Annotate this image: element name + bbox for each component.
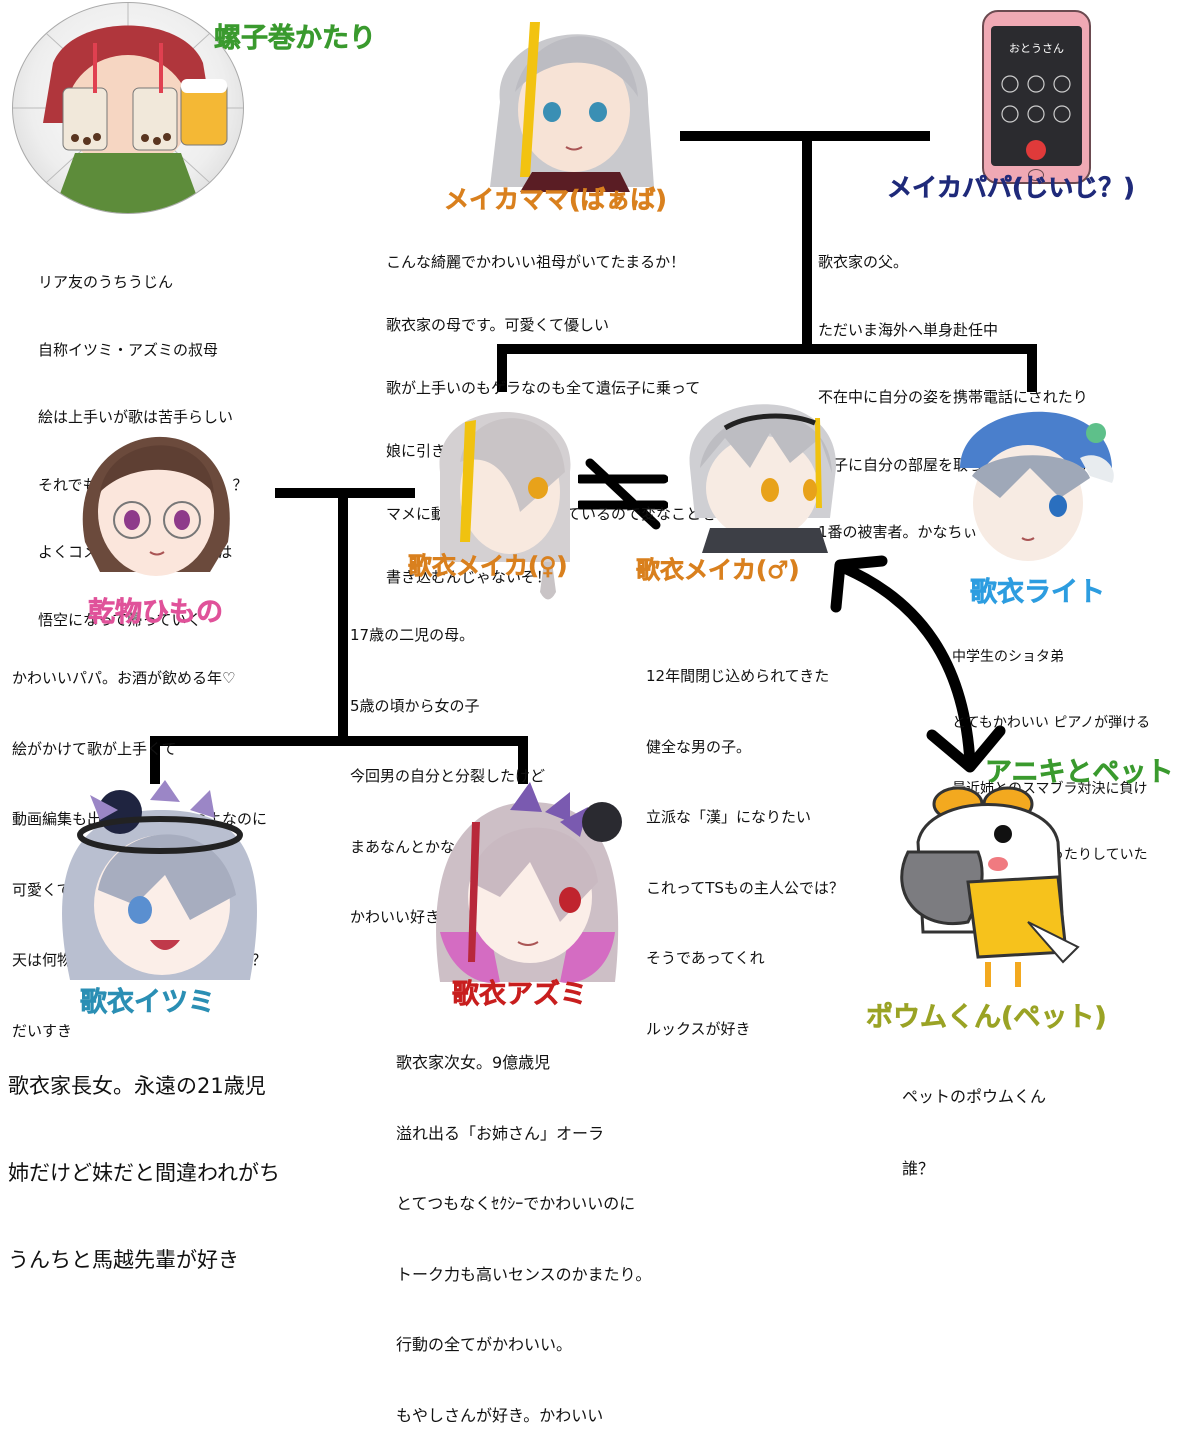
- papa-name: メイカパパ(じいじ？): [887, 173, 1135, 203]
- mama-name: メイカママ(ばぁば): [444, 185, 667, 215]
- mama-desc-line: 歌が上手いのもゲラなのも全て遺伝子に乗って: [386, 379, 701, 397]
- light-name: 歌衣ライト: [970, 577, 1106, 609]
- poumu-portrait: [888, 782, 1088, 992]
- light-portrait: [940, 388, 1125, 573]
- mama-desc-line: 歌衣家の母です。可愛くて優しい: [386, 316, 610, 334]
- himono-desc-line: 絵がかけて歌が上手くて: [12, 739, 177, 758]
- phone-caller-label: おとうさん: [1009, 42, 1064, 55]
- mama-desc-line: こんな綺麗でかわいい祖母がいてたまるか！: [386, 253, 686, 271]
- katari-desc-line: リア友のうちうじん: [38, 273, 174, 291]
- meika-f-desc-line: かわいい好き: [350, 908, 441, 926]
- poumu-desc-line: ペットのポウムくん: [902, 1087, 1047, 1106]
- meika-m-desc-line: 健全な男の子。: [646, 737, 752, 756]
- light-desc-line: とてもかわいい ピアノが弾ける: [952, 715, 1151, 731]
- poumu-name: ポウムくん(ペット): [866, 1002, 1107, 1034]
- sibling-pet-arrow-icon: [830, 555, 1006, 773]
- papa-desc-line: 1番の被害者。かなちぃ: [818, 523, 978, 541]
- papa-desc-line: 歌衣家の父。: [818, 253, 909, 271]
- children-descent-line: [338, 492, 348, 742]
- azumi-name: 歌衣アズミ: [452, 979, 588, 1011]
- mama-portrait: [470, 2, 670, 192]
- katari-desc-line: 絵は上手いが歌は苦手らしい: [38, 408, 234, 426]
- not-equal-icon: [578, 458, 668, 530]
- siblings-line: [497, 344, 1037, 354]
- itsumi-portrait: [40, 780, 280, 980]
- meika-m-name: 歌衣メイカ(♂): [636, 556, 800, 585]
- azumi-desc-line: とてつもなくｾｸｼｰでかわいいのに: [396, 1194, 636, 1213]
- poumu-desc: ペットのポウムくん 誰？: [902, 1037, 1046, 1205]
- himono-desc-line: かわいいパパ。お酒が飲める年♡: [12, 669, 236, 687]
- itsumi-name: 歌衣イツミ: [80, 987, 216, 1019]
- papa-desc-line: ただいま海外へ単身赴任中: [818, 320, 999, 339]
- azumi-branch: [518, 736, 528, 784]
- children-line: [150, 736, 528, 746]
- meika-m-desc-line: そうであってくれ: [646, 949, 765, 967]
- itsumi-desc-line: 姉だけど妹だと間違われがち: [8, 1161, 280, 1185]
- itsumi-desc-line: 歌衣家長女。永遠の21歳児: [8, 1074, 266, 1098]
- azumi-desc: 歌衣家次女。9億歳児 溢れ出る「お姉さん」オーラ とてつもなくｾｸｼｰでかわいい…: [396, 1004, 651, 1451]
- katari-portrait: [12, 2, 244, 214]
- katari-desc-line: 悟空になって帰っていく: [38, 610, 202, 629]
- parents-descent-line: [802, 136, 812, 352]
- meika-f-branch: [497, 344, 507, 392]
- azumi-desc-line: 溢れ出る「お姉さん」オーラ: [396, 1123, 605, 1143]
- meika-m-desc-line: 立派な「漢」になりたい: [646, 808, 812, 826]
- light-branch: [1027, 344, 1037, 392]
- meika-m-portrait: [670, 378, 850, 553]
- meika-f-name: 歌衣メイカ(♀): [408, 552, 568, 581]
- aniki-pet-label: アニキとペット: [985, 757, 1174, 789]
- himono-portrait: [60, 392, 250, 592]
- poumu-desc-line: 誰？: [902, 1159, 935, 1178]
- meika-m-desc-line: ルックスが好き: [646, 1019, 751, 1038]
- papa-phone-icon: おとうさん: [982, 10, 1091, 184]
- katari-name: 螺子巻かたり: [214, 23, 377, 55]
- meika-f-desc-line: 5歳の頃から女の子: [350, 696, 480, 715]
- azumi-desc-line: トーク力も高いセンスのかまたり。: [396, 1264, 652, 1284]
- meika-f-portrait: [420, 392, 585, 612]
- light-desc-line: 中学生のショタ弟: [952, 649, 1064, 665]
- himono-desc-line: だいすき: [12, 1021, 73, 1040]
- azumi-portrait: [420, 782, 640, 987]
- himono-name: 乾物ひもの: [88, 597, 224, 629]
- meika-m-desc-line: これってTSもの主人公では？: [646, 878, 844, 897]
- itsumi-desc-line: うんちと馬越先輩が好き: [8, 1248, 239, 1272]
- azumi-desc-line: 行動の全てがかわいい。: [396, 1335, 573, 1354]
- azumi-desc-line: 歌衣家次女。9億歳児: [396, 1053, 551, 1072]
- katari-desc-line: 自称イツミ・アズミの叔母: [38, 340, 219, 359]
- meika-m-desc: 12年間閉じ込められてきた 健全な男の子。 立派な「漢」になりたい これってTS…: [646, 618, 844, 1065]
- itsumi-branch: [150, 736, 160, 784]
- papa-desc-line: 不在中に自分の姿を携帯電話にされたり: [818, 388, 1088, 406]
- azumi-desc-line: もやしさんが好き。かわいい: [396, 1405, 604, 1425]
- itsumi-desc: 歌衣家長女。永遠の21歳児 姉だけど妹だと間違われがち うんちと馬越先輩が好き: [8, 1014, 280, 1304]
- mama-desc-line: 書き込むんじゃないぞ！: [386, 568, 552, 586]
- meika-m-desc-line: 12年間閉じ込められてきた: [646, 667, 830, 685]
- meika-f-desc-line: 今回男の自分と分裂したけど: [350, 767, 546, 785]
- meika-f-desc-line: 17歳の二児の母。: [350, 626, 475, 644]
